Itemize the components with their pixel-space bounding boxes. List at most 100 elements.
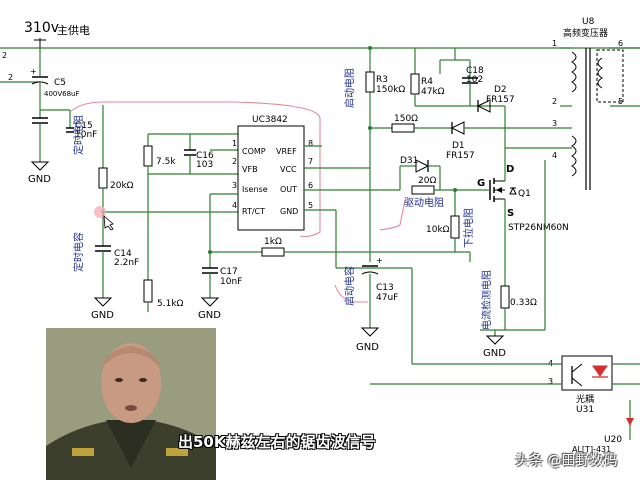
d1-ref: D1 xyxy=(452,141,465,151)
xfmr-pin-2: 2 xyxy=(552,97,557,106)
r3-value: 150kΩ xyxy=(376,85,405,95)
resistor-20 xyxy=(411,185,435,195)
chip-pin-4-name: RT/CT xyxy=(242,207,265,216)
resistor-5-1k xyxy=(143,279,153,303)
gnd-label-sense: GND xyxy=(483,348,506,359)
gnd-symbol-c17 xyxy=(200,297,220,307)
u20-value: AL[T]-431 xyxy=(572,445,611,454)
c15-value: 10nF xyxy=(75,130,97,140)
gnd-symbol-c14 xyxy=(93,297,113,307)
xfmr-pin-4: 4 xyxy=(552,151,557,160)
q1-ref: Q1 xyxy=(518,189,531,199)
video-subtitle: 出50K赫兹左右的锯齿波信号 xyxy=(178,433,376,451)
xfmr-pin-5: 5 xyxy=(618,97,623,106)
chip-pin-5-num: 5 xyxy=(308,201,313,210)
mosfet-q1 xyxy=(480,168,517,230)
chip-pin-2-name: VFB xyxy=(242,165,258,174)
annotation-pulldown-resistor: 下拉电阻 xyxy=(462,208,475,248)
u8-value: 高频变压器 xyxy=(563,27,608,39)
transformer-u8 xyxy=(571,48,624,190)
chip-pin-7-name: VCC xyxy=(280,165,297,174)
annotation-startup-resistor: 启动电阻 xyxy=(343,68,356,108)
c5-ref: C5 xyxy=(54,78,66,88)
diode-d2 xyxy=(476,99,491,113)
annotation-pink-curve-drive xyxy=(379,199,406,231)
xfmr-pin-3: 3 xyxy=(552,119,557,128)
resistor-10k xyxy=(450,215,460,239)
annotation-pink-curve-top xyxy=(69,101,321,238)
c13-value: 47uF xyxy=(376,293,398,303)
gnd-label-c13: GND xyxy=(356,342,379,353)
chip-pin-1-name: COMP xyxy=(242,147,266,156)
c15-ref: C15 xyxy=(75,121,93,131)
r033-value: 0.33Ω xyxy=(510,298,537,308)
d1-value: FR157 xyxy=(446,151,475,161)
u31-ref: U31 xyxy=(576,405,594,415)
resistor-150 xyxy=(391,123,415,133)
resistor-20k xyxy=(98,167,108,189)
cursor-highlight xyxy=(94,206,106,218)
opto-pin-3: 3 xyxy=(548,377,553,386)
c18-ref: C18 xyxy=(466,66,484,76)
c18-value: 102 xyxy=(466,75,483,85)
resistor-1k xyxy=(261,247,285,257)
c15-capacitor xyxy=(32,96,48,158)
gnd-symbol-c13 xyxy=(360,327,380,337)
uc3842-chip-body xyxy=(237,125,305,231)
edge-pin-2b: 2 xyxy=(8,73,13,82)
chip-name: UC3842 xyxy=(252,115,288,125)
chip-pin-5-name: GND xyxy=(280,207,298,216)
chip-pin-3-name: Isense xyxy=(242,185,268,194)
r51k-value: 5.1kΩ xyxy=(157,299,184,309)
c16-ref: C16 xyxy=(196,151,214,161)
gnd-label-c17: GND xyxy=(198,310,221,321)
q1-drain-label: D xyxy=(506,164,514,175)
resistor-r4 xyxy=(410,73,420,95)
chip-pin-6-num: 6 xyxy=(308,181,313,190)
c13-ref: C13 xyxy=(376,283,394,293)
r4-value: 47kΩ xyxy=(421,87,445,97)
opto-led-icon xyxy=(592,365,608,377)
svg-text:+: + xyxy=(30,67,37,76)
annotation-timing-resistor: 定时电阻 xyxy=(72,115,85,155)
edge-pin-2a: 2 xyxy=(2,51,7,60)
chip-pin-6-name: OUT xyxy=(280,185,297,194)
presenter-face xyxy=(101,343,161,423)
gnd-symbol-left xyxy=(30,158,50,171)
c14-value: 2.2nF xyxy=(114,258,139,268)
chip-pin-2-num: 2 xyxy=(232,157,237,166)
c13-plate-bottom xyxy=(361,271,379,275)
annotation-startup-capacitor: 启动电容 xyxy=(343,266,356,306)
chip-pin-1-num: 1 xyxy=(232,139,237,148)
svg-text:+: + xyxy=(376,256,383,265)
c17-value: 10nF xyxy=(220,277,242,287)
d2-value: FR157 xyxy=(486,95,515,105)
chip-pin-8-num: 8 xyxy=(308,139,313,148)
mouse-pointer-icon xyxy=(103,215,114,231)
chip-pin-4-num: 4 xyxy=(232,201,237,210)
optocoupler-u31 xyxy=(561,355,613,391)
chip-pin-8-name: VREF xyxy=(276,147,297,156)
resistor-r3 xyxy=(365,71,375,93)
c5-capacitor: + xyxy=(30,48,49,96)
source-watermark: 头条 @田野数码 xyxy=(515,453,618,469)
annotation-current-sense-resistor: 电流检测电阻 xyxy=(480,270,493,330)
r3-ref: R3 xyxy=(376,75,388,85)
r4-ref: R4 xyxy=(421,77,433,87)
r150-value: 150Ω xyxy=(394,114,418,124)
resistor-0-33 xyxy=(500,285,510,309)
c14-ref: C14 xyxy=(114,249,132,259)
u31-value: 光耦 xyxy=(576,393,594,405)
annotation-pink-curve-mid xyxy=(334,284,368,303)
r10k-value: 10kΩ xyxy=(426,225,450,235)
q1-value: STP26NM60N xyxy=(508,223,569,233)
gnd-symbol-sense xyxy=(485,335,505,345)
r20k-value: 20kΩ xyxy=(110,181,134,191)
supply-label: 主供电 xyxy=(57,23,90,37)
d2-ref: D2 xyxy=(494,85,507,95)
q1-source-label: S xyxy=(507,208,514,219)
xfmr-pin-6: 6 xyxy=(618,39,623,48)
c5-value: 400V68uF xyxy=(44,90,80,98)
resistor-7-5k xyxy=(143,145,153,167)
